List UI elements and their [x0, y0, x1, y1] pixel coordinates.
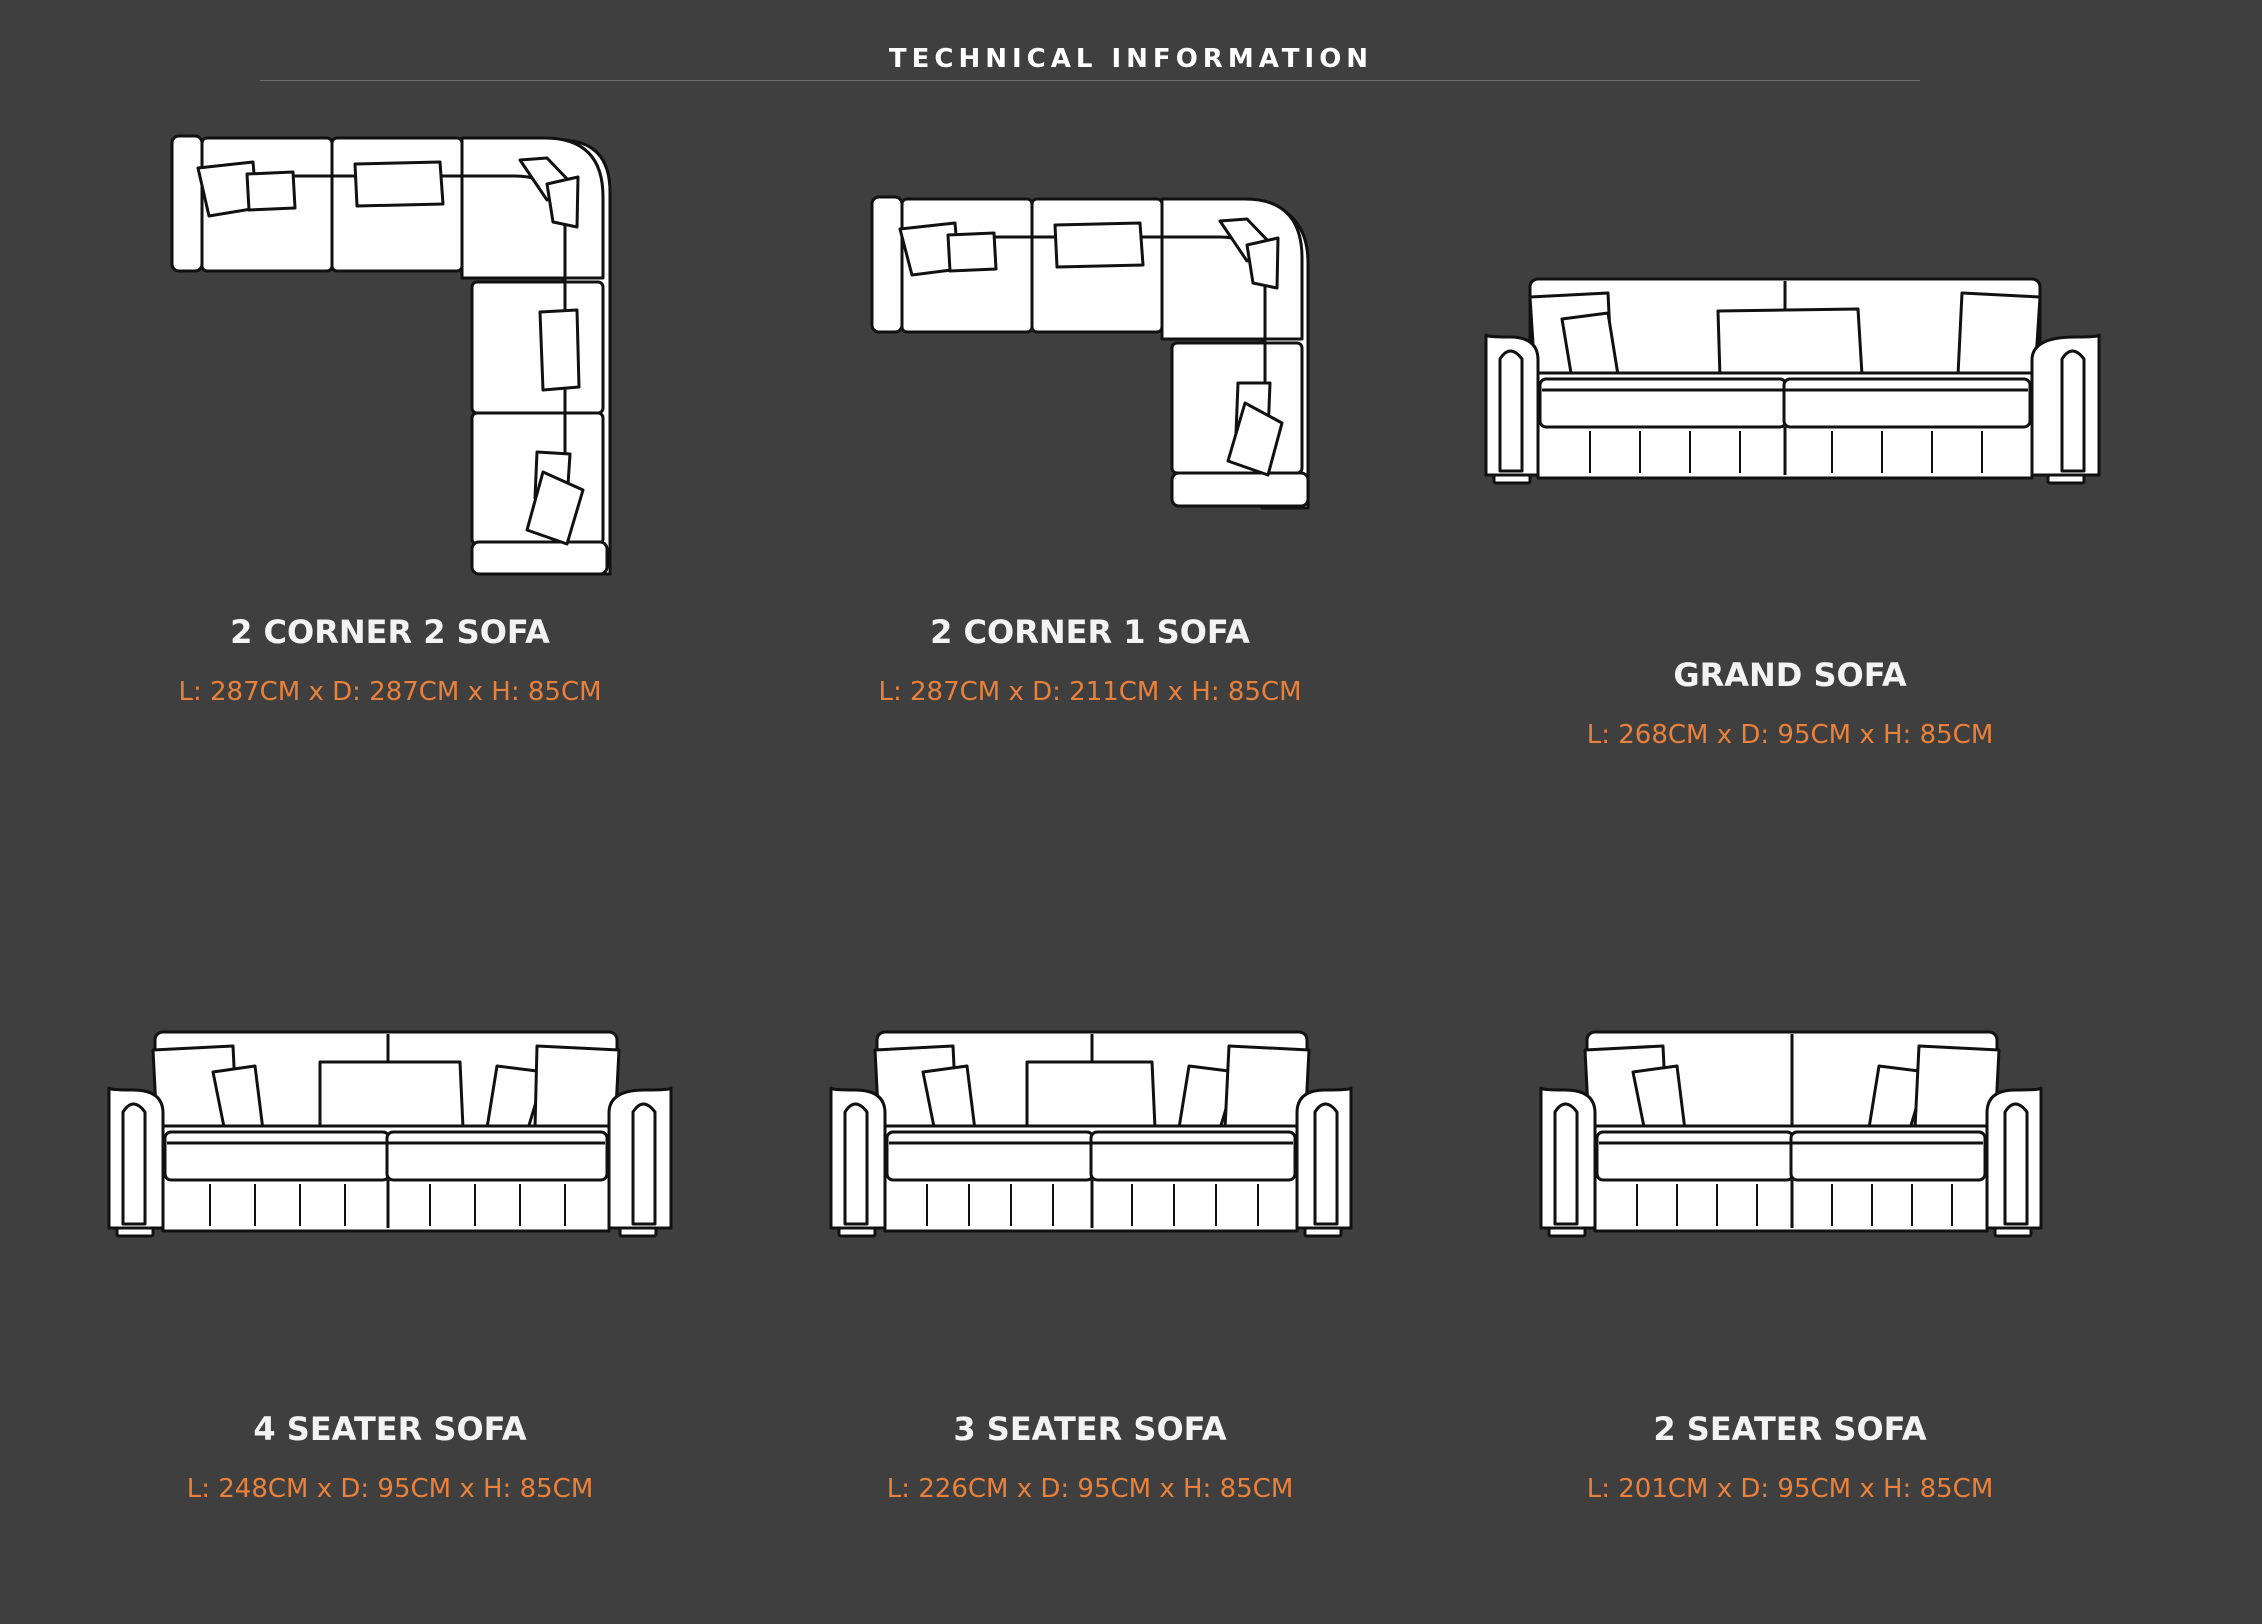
- 4-seater-sofa-drawing: [105, 1028, 675, 1243]
- title-divider: [260, 80, 1920, 81]
- product-dimensions: L: 287CM x D: 287CM x H: 85CM: [178, 677, 602, 707]
- product-dimensions: L: 268CM x D: 95CM x H: 85CM: [1586, 720, 1994, 750]
- product-name: 2 CORNER 1 SOFA: [930, 613, 1250, 651]
- grand-sofa-drawing: [1480, 275, 2105, 490]
- corner-sofa-drawing-small: [870, 193, 1310, 518]
- product-name: GRAND SOFA: [1673, 656, 1907, 694]
- corner-sofa-drawing-large: [165, 132, 615, 582]
- 2-seater-sofa-drawing: [1537, 1028, 2045, 1243]
- page-title: TECHNICAL INFORMATION: [888, 44, 1374, 74]
- 3-seater-sofa-drawing: [827, 1028, 1355, 1243]
- product-name: 3 SEATER SOFA: [953, 1410, 1227, 1448]
- product-dimensions: L: 201CM x D: 95CM x H: 85CM: [1586, 1474, 1994, 1504]
- product-name: 4 SEATER SOFA: [253, 1410, 527, 1448]
- product-dimensions: L: 226CM x D: 95CM x H: 85CM: [886, 1474, 1294, 1504]
- product-dimensions: L: 248CM x D: 95CM x H: 85CM: [186, 1474, 594, 1504]
- product-name: 2 CORNER 2 SOFA: [230, 613, 550, 651]
- product-name: 2 SEATER SOFA: [1653, 1410, 1927, 1448]
- product-dimensions: L: 287CM x D: 211CM x H: 85CM: [878, 677, 1302, 707]
